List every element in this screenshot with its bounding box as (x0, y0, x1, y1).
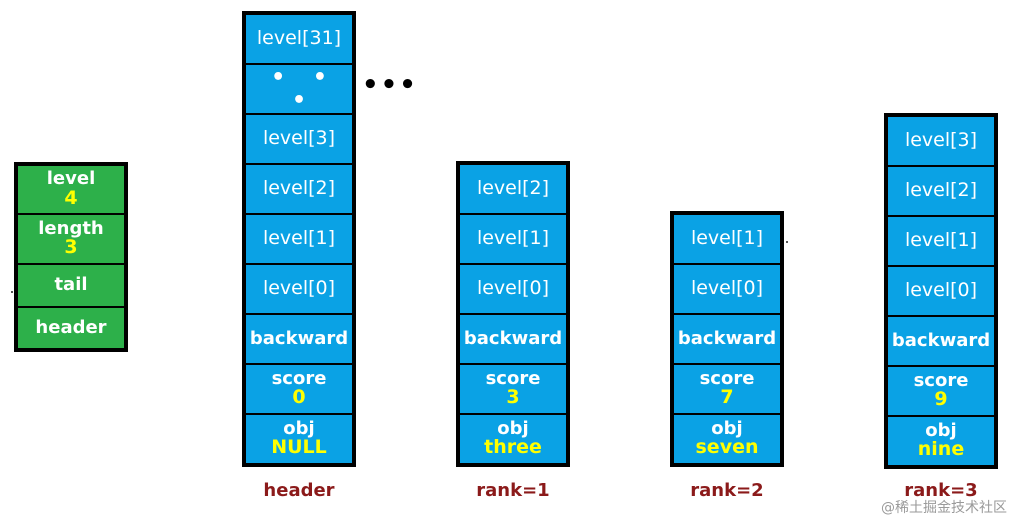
node2-obj-cell: obj seven (674, 415, 780, 463)
node3-level-2: level[2] (888, 167, 994, 215)
node3-caption: rank=3 (904, 480, 978, 501)
zskiplist-header-label: header (35, 316, 107, 338)
node2-score-label: score (699, 367, 755, 389)
zskiplist-header-cell: header (18, 308, 124, 348)
zskiplist-level-label: level (46, 168, 96, 190)
node1-obj-label: obj (497, 417, 529, 439)
node1-score-label: score (485, 367, 541, 389)
header-node: level[31] • • • level[3] level[2] level[… (242, 11, 356, 467)
header-caption: header (263, 480, 335, 501)
node1-obj-cell: obj three (460, 415, 566, 463)
header-level-31: level[31] (246, 15, 352, 63)
stray-dot-left (11, 291, 13, 293)
zskiplist-tail-cell: tail (18, 265, 124, 306)
zskiplist-length-cell: length 3 (18, 215, 124, 263)
node2-obj-label: obj (711, 417, 743, 439)
node-rank-2: level[1] level[0] backward score 7 obj s… (670, 211, 784, 467)
node1-score-value: 3 (506, 386, 520, 409)
header-obj-value: NULL (271, 436, 327, 459)
node1-obj-value: three (484, 436, 542, 459)
header-ellipsis: • • • (246, 65, 352, 113)
node2-level-1: level[1] (674, 215, 780, 263)
header-obj-label: obj (283, 417, 315, 439)
node3-level-3: level[3] (888, 117, 994, 165)
zskiplist-tail-label: tail (54, 274, 88, 296)
zskiplist-length-value: 3 (64, 236, 78, 259)
node2-backward: backward (674, 315, 780, 363)
node-rank-1: level[2] level[1] level[0] backward scor… (456, 161, 570, 467)
header-level-3: level[3] (246, 115, 352, 163)
zskiplist-struct: level 4 length 3 tail header (14, 162, 128, 352)
header-score-label: score (271, 367, 327, 389)
node3-level-1: level[1] (888, 217, 994, 265)
node3-score-cell: score 9 (888, 367, 994, 415)
node-rank-3: level[3] level[2] level[1] level[0] back… (884, 113, 998, 469)
header-level-0: level[0] (246, 265, 352, 313)
stray-dot-right (786, 241, 788, 243)
header-score-value: 0 (292, 386, 306, 409)
node1-level-1: level[1] (460, 215, 566, 263)
node3-obj-label: obj (925, 419, 957, 441)
node2-caption: rank=2 (690, 480, 764, 501)
zskiplist-level-value: 4 (64, 186, 78, 209)
node3-obj-value: nine (917, 438, 965, 461)
node1-backward: backward (460, 315, 566, 363)
node2-score-cell: score 7 (674, 365, 780, 413)
header-score-cell: score 0 (246, 365, 352, 413)
zskiplist-length-label: length (38, 217, 104, 239)
node3-obj-cell: obj nine (888, 417, 994, 465)
node1-score-cell: score 3 (460, 365, 566, 413)
node2-obj-value: seven (695, 436, 759, 459)
node2-score-value: 7 (720, 386, 734, 409)
node1-level-2: level[2] (460, 165, 566, 213)
watermark: @稀土掘金技术社区 (881, 500, 1007, 516)
header-level-2: level[2] (246, 165, 352, 213)
node1-caption: rank=1 (476, 480, 550, 501)
header-obj-cell: obj NULL (246, 415, 352, 463)
node1-level-0: level[0] (460, 265, 566, 313)
node3-score-value: 9 (934, 388, 948, 411)
header-level-1: level[1] (246, 215, 352, 263)
node3-backward: backward (888, 317, 994, 365)
zskiplist-level-cell: level 4 (18, 166, 124, 213)
header-backward: backward (246, 315, 352, 363)
node3-level-0: level[0] (888, 267, 994, 315)
node3-score-label: score (913, 369, 969, 391)
header-outer-ellipsis: ••• (362, 70, 418, 100)
node2-level-0: level[0] (674, 265, 780, 313)
